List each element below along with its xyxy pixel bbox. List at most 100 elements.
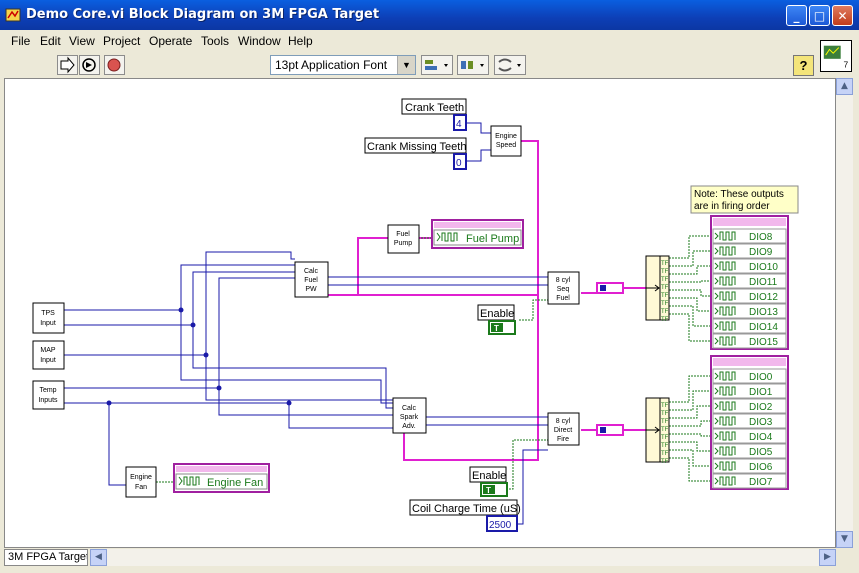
digital-waveform-icon	[714, 231, 736, 241]
fuel-pump-line1: Fuel	[396, 231, 410, 238]
tf-label: TF	[661, 277, 669, 283]
spark-output-label: DIO1	[749, 387, 773, 398]
tf-label: TF	[661, 309, 669, 315]
distribute-icon	[461, 61, 484, 69]
abort-button[interactable]	[104, 55, 125, 75]
tf-label: TF	[661, 435, 669, 441]
engine-speed-subvi[interactable]	[490, 125, 522, 157]
bool-true-swatch	[483, 485, 495, 494]
title-bar[interactable]: Demo Core.vi Block Diagram on 3M FPGA Ta…	[0, 0, 859, 30]
seq-fuel-subvi[interactable]	[547, 271, 580, 305]
fuel-output-label: DIO12	[749, 292, 778, 303]
run-continuously-button[interactable]	[79, 55, 100, 75]
fuel-array-terminal	[596, 282, 624, 294]
fuel-pump-io-row	[433, 229, 522, 246]
execution-target[interactable]: 3M FPGA Target	[4, 549, 88, 566]
digital-waveform-icon	[714, 371, 736, 381]
scroll-up-arrow[interactable]: ▲	[836, 78, 853, 95]
engine-fan-line1: Engine	[130, 474, 152, 481]
calc-spark-adv-subvi[interactable]	[392, 397, 427, 434]
close-button[interactable]: ✕	[832, 5, 853, 26]
run-continuously-icon	[82, 58, 96, 72]
engine-fan-subvi[interactable]	[125, 466, 157, 498]
help-button[interactable]: ?	[793, 55, 814, 76]
temp-line1: Temp	[39, 387, 56, 394]
stop-icon	[107, 58, 121, 72]
direct-fire-line2: Direct	[554, 427, 572, 434]
crank-missing-label: Crank Missing Teeth	[367, 141, 466, 153]
direct-fire-subvi[interactable]	[547, 412, 580, 446]
minimize-button[interactable]: _	[786, 5, 807, 26]
menu-help[interactable]: Help	[288, 34, 313, 48]
tf-label: TF	[661, 459, 669, 465]
fuel-output-label: DIO15	[749, 337, 778, 348]
menu-file[interactable]: File	[11, 34, 31, 48]
tf-label: TF	[661, 419, 669, 425]
font-select[interactable]: 13pt Application Font▼	[270, 55, 416, 75]
array-marker	[600, 285, 606, 291]
maximize-button[interactable]: □	[809, 5, 830, 26]
digital-waveform-icon	[714, 276, 736, 286]
map-input-subvi[interactable]	[32, 340, 65, 370]
tf-label: TF	[661, 451, 669, 457]
spark-output-label: DIO4	[749, 432, 773, 443]
scroll-down-arrow[interactable]: ▼	[836, 531, 853, 548]
tf-label: TF	[661, 411, 669, 417]
fuel-output-label: DIO9	[749, 247, 773, 258]
fuel-output-label: DIO14	[749, 322, 778, 333]
tf-label: TF	[661, 269, 669, 275]
window-title: Demo Core.vi Block Diagram on 3M FPGA Ta…	[26, 7, 380, 22]
crank-teeth-constant[interactable]	[453, 114, 467, 131]
svg-text:7: 7	[844, 59, 849, 69]
vertical-scrollbar[interactable]: ▲ ▼	[836, 78, 853, 548]
enable-label: Enable	[480, 308, 514, 320]
fuel-pump-output-label: Fuel Pump	[466, 233, 519, 245]
engine-fan-io-header	[176, 466, 267, 472]
digital-waveform-icon	[714, 336, 736, 346]
block-diagram-canvas[interactable]: Crank Teeth 4 Crank Missing Teeth 0 Engi…	[4, 78, 836, 548]
seq-fuel-line1: 8 cyl	[556, 277, 571, 284]
spark-output-io-header	[713, 358, 786, 366]
reorder-button[interactable]	[494, 55, 526, 75]
menu-window[interactable]: Window	[238, 34, 281, 48]
engine-speed-line2: Speed	[496, 142, 516, 149]
fuel-pump-subvi[interactable]	[387, 224, 420, 254]
spark-output-label: DIO5	[749, 447, 773, 458]
calc-spark-line1: Calc	[402, 405, 417, 412]
fuel-output-label: DIO11	[749, 277, 778, 288]
scroll-right-arrow[interactable]: ▶	[819, 549, 836, 566]
menu-edit[interactable]: Edit	[40, 34, 61, 48]
engine-speed-line1: Engine	[495, 133, 517, 140]
crank-missing-constant[interactable]	[453, 153, 467, 170]
note-line1: Note: These outputs	[694, 189, 784, 200]
menu-operate[interactable]: Operate	[149, 34, 193, 48]
horizontal-scrollbar[interactable]: ◀ ▶	[90, 549, 836, 566]
spark-output-label: DIO0	[749, 372, 773, 383]
fuel-pump-line2: Pump	[394, 240, 412, 247]
menu-view[interactable]: View	[69, 34, 95, 48]
spark-array-terminal	[596, 424, 624, 436]
vi-icon: 7	[820, 40, 852, 72]
digital-waveform-icon	[714, 476, 736, 486]
crank-teeth-label-box	[401, 98, 467, 115]
note-line2: are in firing order	[694, 201, 770, 212]
digital-waveform-icon	[714, 246, 736, 256]
map-line1: MAP	[40, 347, 56, 354]
temp-inputs-subvi[interactable]	[32, 380, 65, 410]
coil-charge-constant[interactable]	[486, 515, 518, 532]
tf-label: TF	[661, 293, 669, 299]
menu-project[interactable]: Project	[103, 34, 141, 48]
align-objects-button[interactable]	[421, 55, 453, 75]
calc-fuel-pw-subvi[interactable]	[294, 261, 329, 298]
scroll-left-arrow[interactable]: ◀	[90, 549, 107, 566]
tps-line1: TPS	[41, 310, 55, 317]
distribute-objects-button[interactable]	[457, 55, 489, 75]
menu-tools[interactable]: Tools	[201, 34, 230, 48]
crank-missing-value: 0	[456, 158, 462, 169]
tf-label: TF	[661, 427, 669, 433]
run-button[interactable]	[57, 55, 78, 75]
tps-input-subvi[interactable]	[32, 302, 65, 334]
